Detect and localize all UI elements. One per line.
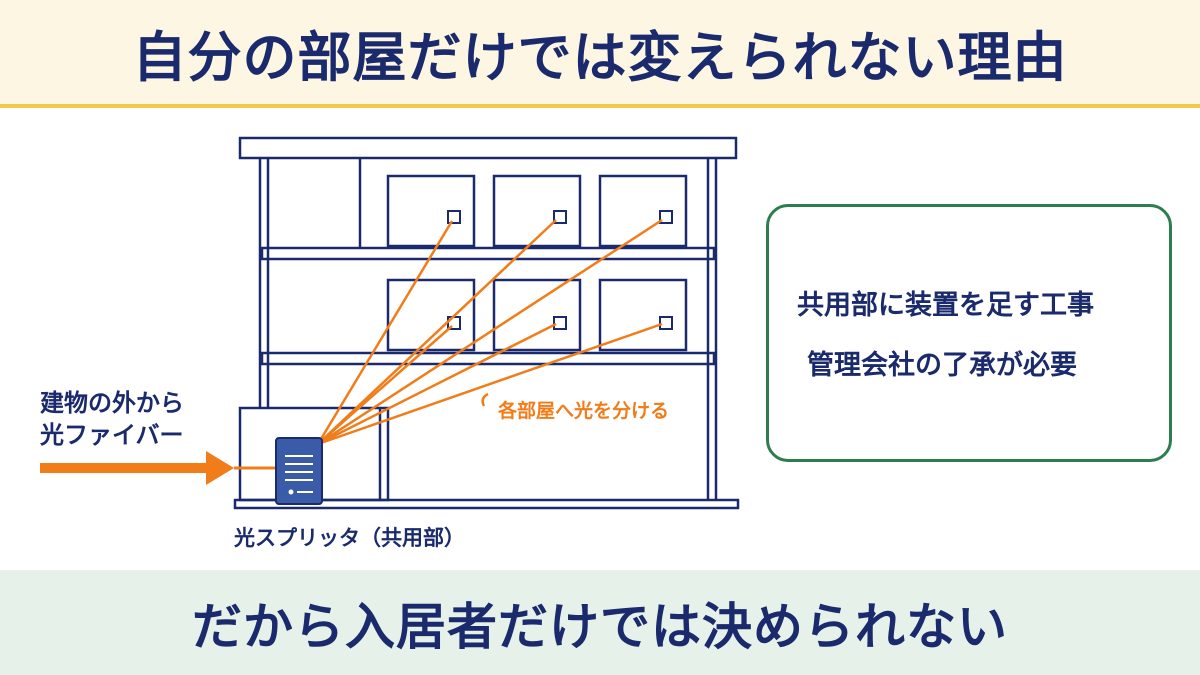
requirement-note-box: 共用部に装置を足す工事 管理会社の了承が必要 xyxy=(766,204,1172,462)
fiber-lines xyxy=(316,218,663,446)
splitter-device-icon xyxy=(275,437,323,505)
floor-slab xyxy=(260,351,716,366)
building-diagram: 建物の外から 光ファイバー 各部屋へ光を分ける 光スプリッタ（共用部） xyxy=(39,136,740,550)
ground-slab xyxy=(233,498,740,510)
fiber-label-line2: 光ファイバー xyxy=(39,421,184,449)
floor-slab xyxy=(260,246,716,261)
page-title: 自分の部屋だけでは変えられない理由 xyxy=(132,25,1068,89)
note-line-construction: 共用部に装置を足す工事 xyxy=(797,290,1094,321)
outlet-icon xyxy=(659,210,673,224)
room-window xyxy=(598,174,688,248)
outlet-icon xyxy=(553,210,567,224)
split-label: 各部屋へ光を分ける xyxy=(497,399,669,422)
note-line-approval: 管理会社の了承が必要 xyxy=(807,350,1077,381)
conclusion-text: だから入居者だけでは決められない xyxy=(192,597,1008,656)
outlet-icon xyxy=(659,316,673,330)
room-window xyxy=(492,278,582,352)
outlet-icon xyxy=(553,316,567,330)
building-roof xyxy=(238,136,738,160)
room-window xyxy=(386,278,476,352)
outlet-icon xyxy=(447,210,461,224)
splitter-caption: 光スプリッタ（共用部） xyxy=(233,526,465,550)
room-window xyxy=(492,174,582,248)
room-window xyxy=(386,174,476,248)
room-window xyxy=(598,278,688,352)
fiber-label-line1: 建物の外から xyxy=(40,389,184,417)
conclusion-banner: だから入居者だけでは決められない xyxy=(0,570,1200,675)
title-banner: 自分の部屋だけでは変えられない理由 xyxy=(0,0,1200,108)
incoming-fiber-arrow xyxy=(40,451,278,485)
split-label-pointer xyxy=(481,392,489,407)
